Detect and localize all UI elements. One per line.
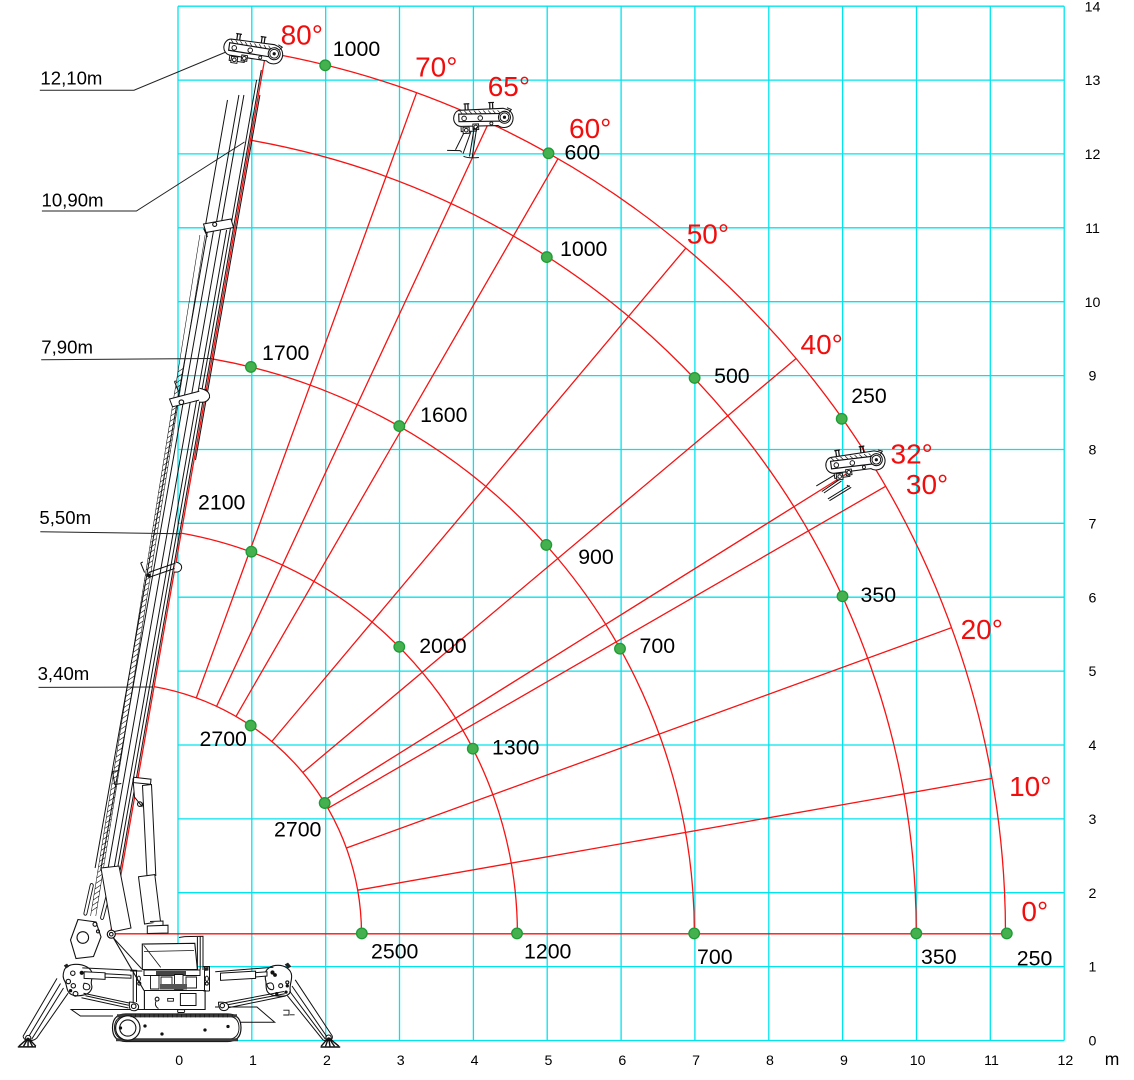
svg-text:1200: 1200 [524,939,572,963]
svg-text:10: 10 [1085,295,1101,311]
svg-text:3: 3 [1089,812,1097,828]
svg-text:11: 11 [1085,221,1100,237]
svg-text:600: 600 [565,141,601,165]
svg-text:250: 250 [851,384,887,408]
svg-text:30°: 30° [906,469,948,500]
svg-text:2: 2 [323,1053,331,1069]
svg-text:6: 6 [1089,590,1097,606]
svg-text:70°: 70° [415,51,457,82]
svg-text:10°: 10° [1009,771,1051,802]
svg-text:4: 4 [1089,738,1097,754]
svg-text:8: 8 [1089,443,1097,459]
svg-text:350: 350 [921,945,957,969]
svg-text:60°: 60° [569,113,611,144]
svg-text:40°: 40° [801,329,843,360]
svg-text:1700: 1700 [262,341,310,365]
svg-text:9: 9 [1089,369,1097,385]
svg-text:7: 7 [692,1053,700,1069]
svg-text:2500: 2500 [371,939,419,963]
svg-text:50°: 50° [687,218,729,249]
svg-text:7: 7 [1089,516,1097,532]
svg-text:1000: 1000 [560,237,608,261]
svg-text:1: 1 [249,1053,257,1069]
svg-text:0°: 0° [1021,896,1048,927]
svg-text:250: 250 [1017,946,1053,970]
svg-text:32°: 32° [891,439,933,470]
svg-text:700: 700 [640,634,676,658]
svg-text:3: 3 [397,1053,405,1069]
svg-text:8: 8 [766,1053,774,1069]
svg-text:2: 2 [1089,886,1097,902]
svg-text:11: 11 [984,1053,999,1069]
svg-text:350: 350 [861,583,897,607]
svg-text:9: 9 [840,1053,848,1069]
svg-text:1300: 1300 [492,736,540,760]
svg-text:2100: 2100 [198,491,246,515]
svg-text:12: 12 [1058,1053,1074,1069]
svg-text:0: 0 [1089,1034,1097,1050]
svg-text:1000: 1000 [333,37,381,61]
svg-text:20°: 20° [961,614,1003,645]
svg-text:700: 700 [697,945,733,969]
svg-text:13: 13 [1085,73,1101,89]
svg-text:12: 12 [1085,147,1101,163]
svg-text:14: 14 [1085,0,1101,15]
svg-text:5,50m: 5,50m [39,507,91,528]
svg-text:1: 1 [1089,960,1097,976]
svg-text:2700: 2700 [274,818,322,842]
svg-text:900: 900 [578,545,614,569]
svg-text:10: 10 [910,1053,926,1069]
svg-text:5: 5 [1089,664,1097,680]
svg-text:65°: 65° [488,71,530,102]
svg-text:3,40m: 3,40m [38,663,90,684]
svg-text:7,90m: 7,90m [41,337,93,358]
svg-text:1600: 1600 [420,403,468,427]
svg-text:500: 500 [714,364,750,388]
svg-text:80°: 80° [281,19,323,50]
svg-text:0: 0 [175,1053,183,1069]
svg-text:10,90m: 10,90m [42,190,104,211]
svg-text:12,10m: 12,10m [40,68,102,89]
svg-text:2000: 2000 [419,634,467,658]
svg-text:m: m [1105,1049,1120,1069]
svg-text:2700: 2700 [200,727,248,751]
svg-text:6: 6 [618,1053,626,1069]
svg-text:4: 4 [471,1053,479,1069]
svg-text:5: 5 [545,1053,553,1069]
